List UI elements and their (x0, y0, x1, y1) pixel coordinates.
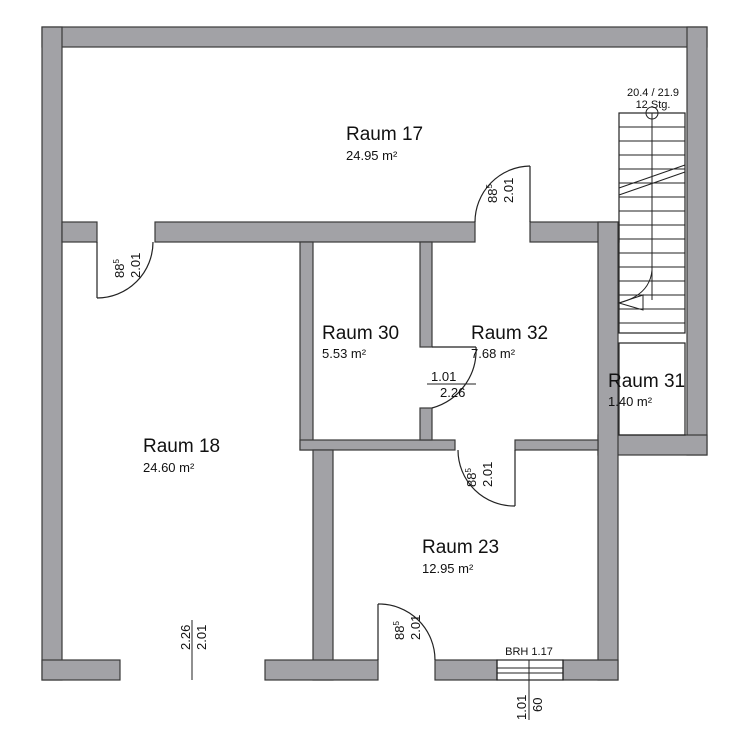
room-area: 12.95 m² (422, 561, 474, 576)
svg-text:1.01: 1.01 (431, 369, 456, 384)
room-area: 24.95 m² (346, 148, 398, 163)
room-name: Raum 31 (608, 371, 685, 392)
window-label: BRH 1.17 (505, 646, 553, 658)
svg-text:2.01: 2.01 (408, 615, 423, 640)
stairs-steps: 12 Stg. (636, 99, 671, 111)
door-dim: 885 2.01 (464, 462, 495, 487)
svg-text:2.01: 2.01 (194, 625, 209, 650)
svg-text:885: 885 (112, 259, 127, 278)
stairs-levels: 20.4 / 21.9 (627, 87, 679, 99)
window (496, 659, 564, 720)
room-name: Raum 18 (143, 436, 220, 457)
svg-text:885: 885 (464, 468, 479, 487)
door-dim: 885 2.01 (485, 178, 516, 203)
door-raum23-top (457, 449, 516, 507)
door-dim: 885 2.01 (392, 615, 423, 640)
svg-text:2.26: 2.26 (440, 385, 465, 400)
svg-text:2.01: 2.01 (501, 178, 516, 203)
door-dim: 2.26 2.01 (178, 625, 209, 650)
door-dim: 1.01 2.26 (427, 369, 476, 400)
room-name: Raum 32 (471, 323, 548, 344)
raum-31-box (618, 342, 686, 436)
room-name: Raum 30 (322, 323, 399, 344)
room-area: 1.40 m² (608, 394, 653, 409)
door-raum30 (431, 346, 477, 409)
walls (41, 26, 708, 681)
svg-text:885: 885 (485, 184, 500, 203)
room-name: Raum 17 (346, 124, 423, 145)
svg-text:2.01: 2.01 (128, 253, 143, 278)
window-width: 1.01 (514, 695, 529, 720)
room-name: Raum 23 (422, 537, 499, 558)
svg-text:885: 885 (392, 621, 407, 640)
room-area: 24.60 m² (143, 460, 195, 475)
staircase (617, 106, 686, 334)
door-raum18 (96, 241, 154, 299)
door-raum23-bottom (377, 603, 436, 661)
svg-text:2.26: 2.26 (178, 625, 193, 650)
door-raum32-top (474, 165, 531, 223)
svg-text:2.01: 2.01 (480, 462, 495, 487)
room-area: 7.68 m² (471, 346, 516, 361)
door-dim: 885 2.01 (112, 253, 143, 278)
window-height: 60 (530, 698, 545, 712)
room-area: 5.53 m² (322, 346, 367, 361)
